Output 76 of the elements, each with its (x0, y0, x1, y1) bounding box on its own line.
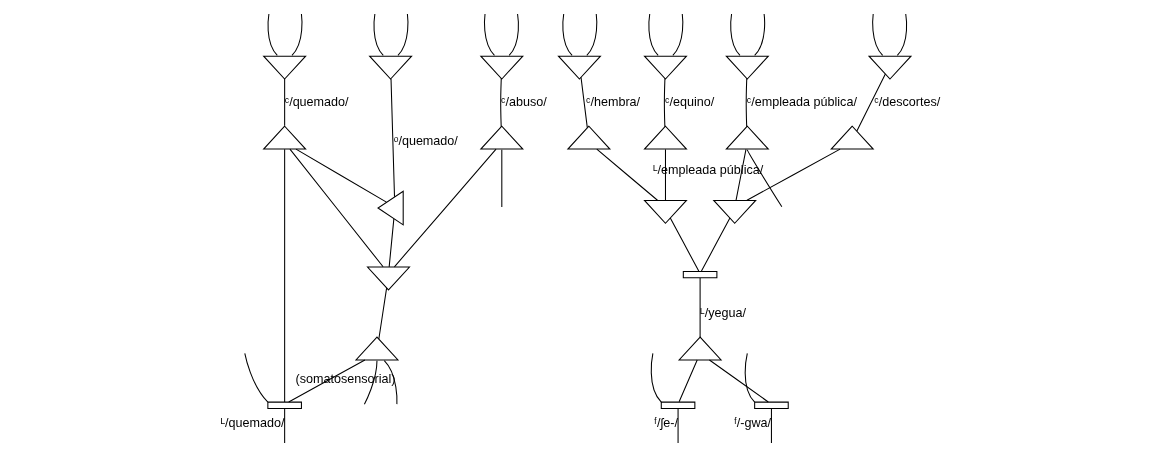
node-triangle (643, 55, 688, 80)
connector (397, 13, 409, 56)
connector (745, 77, 748, 127)
connector (648, 13, 659, 56)
node-triangle (677, 335, 723, 360)
connector (383, 359, 398, 405)
connector (730, 13, 741, 56)
node-bracket (754, 401, 789, 409)
connector (708, 358, 769, 402)
edge-label: ᶜ/equino/ (665, 94, 715, 109)
node-triangle (479, 124, 524, 150)
connector (388, 217, 395, 267)
node-triangle (366, 266, 411, 291)
node-triangle (479, 55, 524, 80)
connector (390, 77, 396, 197)
node-bracket (682, 270, 718, 278)
node-triangle (643, 199, 688, 224)
connector (580, 76, 588, 128)
connector (744, 352, 756, 403)
connector (483, 13, 495, 56)
node-triangle (725, 55, 770, 80)
connector (500, 77, 502, 127)
connector (562, 13, 573, 56)
connector (284, 148, 286, 402)
edge-label: ᶠ/ʃe-/ (654, 415, 678, 430)
connector (856, 73, 886, 132)
connector (672, 13, 684, 56)
connector (754, 13, 766, 56)
connector (650, 352, 662, 403)
node-triangle (262, 124, 307, 150)
connector (746, 148, 841, 201)
edge-label: ᶜ/abuso/ (500, 94, 547, 109)
connector (267, 13, 278, 56)
connector (378, 287, 388, 340)
connector (677, 407, 679, 444)
node-triangle (712, 199, 757, 224)
edge-label: ᶜ/empleada pública/ (746, 94, 857, 109)
connector (664, 148, 666, 201)
edge-label: ᶜ/quemado/ (284, 94, 349, 109)
node-triangle (262, 55, 307, 80)
connector (770, 407, 772, 444)
node-bracket (267, 401, 302, 409)
edge-label: ᶜ/descortes/ (874, 94, 941, 109)
connector (284, 78, 286, 126)
edge-label: ᶠ/-gwa/ (733, 415, 772, 430)
node-triangle (725, 124, 770, 150)
connector (393, 148, 497, 267)
connector (596, 148, 659, 201)
edge-label: ᵒ/quemado/ (393, 133, 458, 148)
connector (872, 13, 884, 56)
connector (663, 77, 666, 127)
connector (244, 352, 269, 403)
node-triangle (557, 55, 602, 80)
node-triangle (867, 55, 913, 80)
connector (678, 358, 698, 402)
connector (699, 276, 701, 338)
node-triangle (643, 124, 688, 150)
connector (669, 217, 700, 272)
connector (508, 13, 519, 56)
connector (700, 217, 731, 272)
connector (291, 13, 303, 56)
connector (501, 148, 503, 207)
node-triangle (566, 124, 612, 150)
connector (896, 13, 908, 56)
connector (284, 407, 286, 444)
node-triangle (368, 55, 413, 80)
node-triangle (830, 124, 875, 150)
node-triangle (377, 189, 404, 226)
edge-label: ᶜ/hembra/ (585, 94, 641, 109)
connector (586, 13, 598, 56)
connector (373, 13, 384, 56)
connector (295, 148, 387, 203)
node-triangle (354, 335, 400, 360)
connector (289, 148, 384, 267)
node-bracket (660, 401, 696, 409)
connector (746, 148, 783, 207)
